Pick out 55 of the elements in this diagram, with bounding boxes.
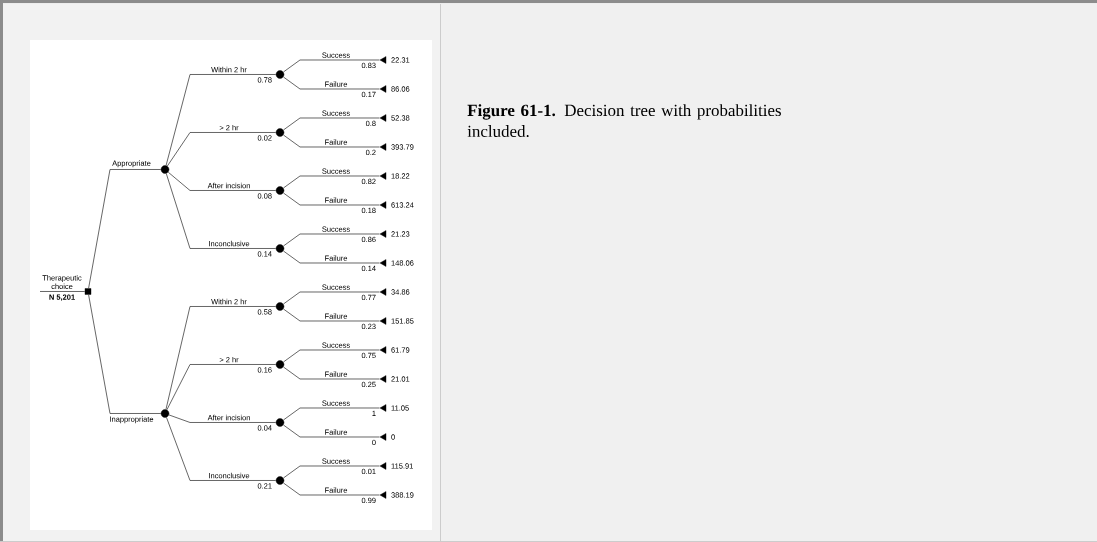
branch-line bbox=[283, 117, 380, 131]
branch-line bbox=[166, 364, 277, 411]
branch-line bbox=[39, 291, 86, 292]
branch-line bbox=[166, 417, 277, 481]
branch-line bbox=[283, 407, 380, 421]
branch-line bbox=[283, 175, 380, 189]
terminal-triangle bbox=[379, 433, 387, 441]
branch-line bbox=[88, 294, 162, 414]
terminal-triangle bbox=[379, 201, 387, 209]
chance-node bbox=[275, 418, 285, 427]
chance-node bbox=[275, 70, 285, 79]
terminal-triangle bbox=[379, 491, 387, 499]
terminal-triangle bbox=[379, 85, 387, 93]
branch-line bbox=[283, 250, 380, 264]
branch-line bbox=[283, 291, 380, 305]
branch-line bbox=[283, 59, 380, 73]
terminal-triangle bbox=[379, 462, 387, 470]
terminal-triangle bbox=[379, 375, 387, 383]
chance-node bbox=[275, 128, 285, 137]
branch-line bbox=[165, 173, 277, 249]
decision-square bbox=[84, 288, 92, 295]
branch-line bbox=[283, 192, 380, 206]
terminal-triangle bbox=[379, 404, 387, 412]
chance-node bbox=[275, 476, 285, 485]
branch-line bbox=[166, 132, 277, 167]
branch-line bbox=[167, 171, 277, 191]
branch-line bbox=[283, 482, 380, 496]
branch-line bbox=[283, 366, 380, 380]
chance-node bbox=[275, 360, 285, 369]
terminal-triangle bbox=[379, 56, 387, 64]
branch-line bbox=[283, 349, 380, 363]
branch-line bbox=[283, 233, 380, 247]
branch-line bbox=[283, 308, 380, 322]
terminal-triangle bbox=[379, 230, 387, 238]
branch-line bbox=[283, 424, 380, 438]
terminal-triangle bbox=[379, 346, 387, 354]
terminal-triangle bbox=[379, 259, 387, 267]
caption: Figure 61-1. Decision tree with probabilities included. bbox=[467, 104, 781, 138]
branch-line bbox=[168, 414, 277, 423]
branch-line bbox=[165, 74, 277, 166]
terminal-triangle bbox=[379, 317, 387, 325]
branch-line bbox=[88, 169, 162, 289]
chance-node bbox=[160, 165, 170, 174]
terminal-triangle bbox=[379, 143, 387, 151]
terminal-triangle bbox=[379, 172, 387, 180]
chance-node bbox=[275, 186, 285, 195]
branch-line bbox=[283, 134, 380, 148]
chance-node bbox=[160, 409, 170, 418]
terminal-triangle bbox=[379, 114, 387, 122]
branch-line bbox=[165, 306, 277, 410]
terminal-triangle bbox=[379, 288, 387, 296]
branch-line bbox=[283, 76, 380, 90]
chance-node bbox=[275, 244, 285, 253]
branch-line bbox=[283, 465, 380, 479]
chance-node bbox=[275, 302, 285, 311]
